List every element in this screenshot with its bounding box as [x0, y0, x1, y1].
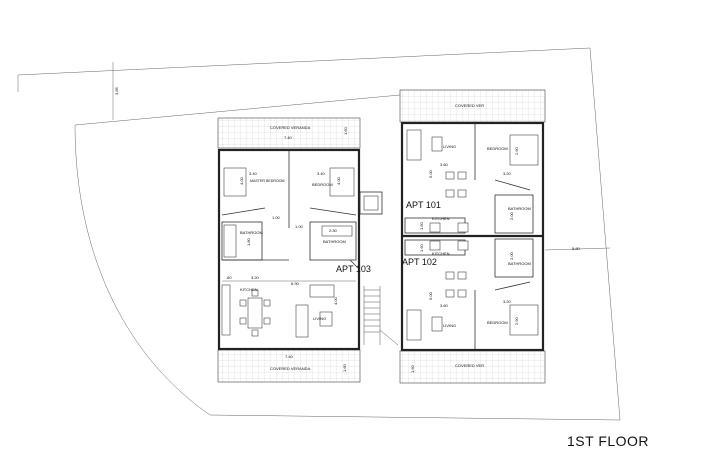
floor-title: 1ST FLOOR [567, 433, 650, 449]
dim-label: 2.90 [514, 316, 519, 325]
dim-label: 4.00 [239, 176, 244, 185]
dim-label: 1.60 [419, 221, 424, 230]
dim-label: 2.00 [509, 251, 514, 260]
apartment-label: APT 103 [336, 264, 371, 274]
dim-label: 4.00 [333, 296, 338, 305]
dim-label: 1.00 [295, 224, 304, 229]
dim-label: 3.20 [503, 299, 512, 304]
apartment-103: COVERED VERANDA 7.40 1.60 7.40 COVERED V… [217, 117, 371, 383]
room-label-bathroom: BATHROOM [508, 261, 531, 266]
stair-core [359, 191, 399, 346]
dim-label: 2.90 [514, 146, 519, 155]
dim-label: 1.00 [272, 215, 281, 220]
site-boundary: 3.85 5.80 [17, 47, 621, 421]
veranda-label: COVERED VERANDA [270, 125, 311, 130]
room-label-bathroom: BATHROOM [323, 239, 346, 244]
covered-veranda-top [217, 117, 361, 149]
dim-label: 4.00 [336, 176, 341, 185]
room-label-master-bedroom: MASTER BEDROOM [250, 179, 285, 183]
covered-veranda-bottom [399, 350, 546, 384]
dim-label: 6.90 [291, 281, 300, 286]
room-label-bedroom: BEDROOM [487, 146, 508, 151]
room-label-bedroom: BEDROOM [487, 320, 508, 325]
dim-label: 3.20 [503, 171, 512, 176]
room-label-living: LIVING [313, 316, 326, 321]
covered-veranda-bottom [217, 349, 361, 383]
dim-label: 3.40 [249, 171, 258, 176]
apartment-label: APT 101 [406, 200, 441, 210]
apartments-101-102: COVERED VER COVERED VER 1.60 LIVING 3.60… [399, 89, 546, 384]
dim-label: 1.60 [343, 126, 348, 135]
dim-label: 1.60 [342, 363, 347, 372]
room-label-kitchen: KITCHEN [432, 251, 450, 256]
room-label-living: LIVING [443, 144, 456, 149]
room-label-kitchen: KITCHEN [240, 287, 258, 292]
dim-label: 3.60 [440, 162, 449, 167]
dim-label: 7.40 [284, 135, 293, 140]
dim-label: 3.40 [317, 171, 326, 176]
veranda-label: COVERED VERANDA [270, 366, 311, 371]
dim-label: 2.00 [509, 211, 514, 220]
apartment-label: APT 102 [402, 257, 437, 267]
room-label-living: LIVING [443, 323, 456, 328]
dim-label: 1.60 [419, 243, 424, 252]
room-label-bathroom: BATHROOM [508, 206, 531, 211]
dim-label: 1.80 [246, 237, 251, 246]
dim-label: 1.60 [410, 364, 415, 373]
room-label-bedroom: BEDROOM [312, 182, 333, 187]
dim-label: 3.60 [440, 303, 449, 308]
dim-label: .80 [226, 275, 232, 280]
room-label-bathroom: BATHROOM [240, 230, 263, 235]
dim-label: 7.40 [285, 354, 294, 359]
veranda-label: COVERED VER [455, 103, 484, 108]
site-dim-left: 3.85 [114, 86, 119, 95]
site-dim-right: 5.80 [572, 246, 581, 251]
covered-veranda-top [399, 89, 546, 123]
dim-label: 2.30 [329, 228, 338, 233]
dim-label: 5.00 [428, 291, 433, 300]
dim-label: 5.00 [428, 169, 433, 178]
dim-label: 3.20 [251, 275, 260, 280]
room-label-kitchen: KITCHEN [432, 216, 450, 221]
veranda-label: COVERED VER [455, 363, 484, 368]
